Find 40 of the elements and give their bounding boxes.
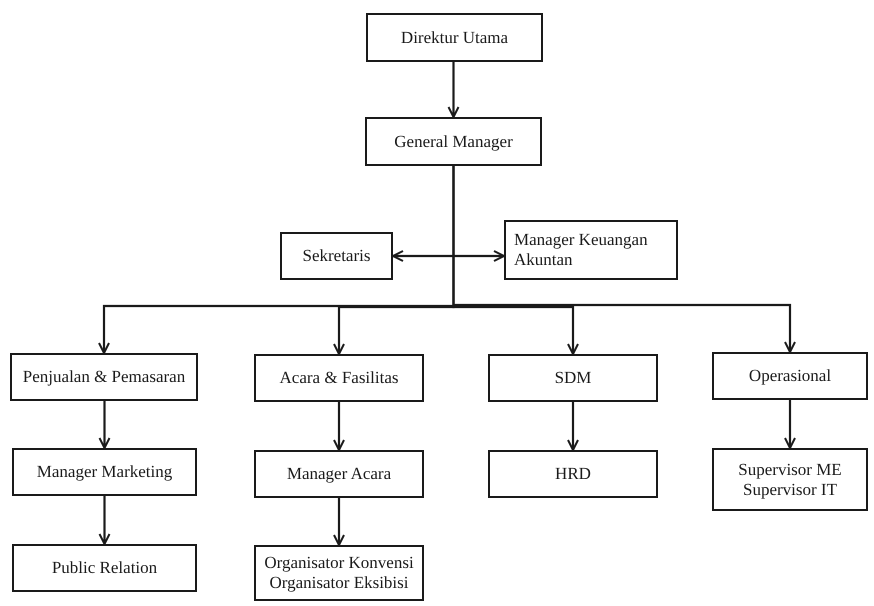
arrow: [98, 401, 110, 449]
org-box: [488, 354, 658, 402]
org-box: [504, 220, 678, 280]
role-label: General Manager: [394, 132, 513, 152]
role-label: Organisator Eksibisi: [270, 573, 408, 593]
role-label: Public Relation: [52, 558, 158, 578]
org-box: [10, 353, 198, 401]
org-box: [712, 448, 868, 511]
org-box: [365, 117, 542, 166]
org-box: [254, 450, 424, 498]
role-label: Direktur Utama: [400, 28, 508, 48]
arrow: [392, 250, 505, 262]
role-label: Manager Marketing: [36, 462, 172, 482]
role-label: Manager Acara: [286, 464, 392, 484]
role-label: Penjualan & Pemasaran: [22, 367, 186, 387]
role-label: Supervisor ME: [738, 460, 842, 480]
role-label: HRD: [555, 464, 591, 484]
role-label: Organisator Konvensi: [264, 553, 414, 573]
role-label: Acara & Fasilitas: [280, 368, 398, 388]
role-label: Supervisor IT: [743, 480, 837, 500]
arrow: [452, 166, 796, 353]
org-box: [712, 352, 868, 400]
role-label: Akuntan: [514, 250, 573, 270]
org-box: [12, 448, 197, 496]
org-box: [366, 13, 543, 62]
arrow: [448, 62, 460, 118]
arrow: [333, 402, 345, 451]
arrow: [784, 400, 796, 449]
org-box: [280, 232, 393, 280]
arrow: [333, 498, 345, 546]
arrow: [567, 402, 579, 451]
org-box: [254, 354, 424, 402]
role-label: SDM: [554, 368, 592, 388]
org-box: [12, 544, 197, 592]
role-label: Sekretaris: [302, 246, 370, 266]
role-label: Operasional: [748, 366, 832, 386]
role-label: Manager Keuangan: [514, 230, 648, 250]
org-box: [254, 545, 424, 601]
arrow: [98, 496, 110, 545]
org-box: [488, 450, 658, 498]
